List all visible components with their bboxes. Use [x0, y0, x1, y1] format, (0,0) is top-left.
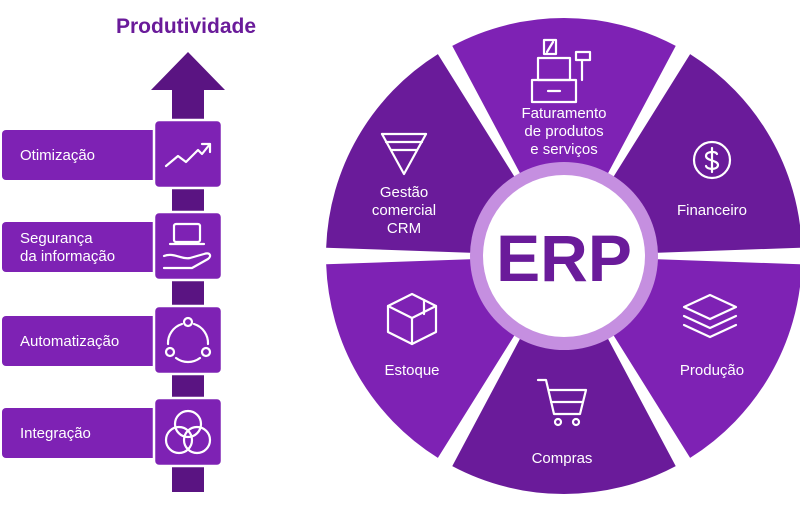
- erp-segment-label: Produção: [680, 362, 744, 379]
- productivity-item-label: Integração: [20, 425, 91, 442]
- erp-center-label: ERP: [496, 221, 632, 295]
- erp-segment: [452, 326, 676, 495]
- cycle-icon: [164, 316, 212, 364]
- productivity-item-bar: [2, 408, 174, 458]
- shopping-cart-icon: [536, 378, 588, 427]
- erp-segment-label: Compras: [532, 450, 593, 467]
- productivity-icon-box: [152, 304, 224, 376]
- productivity-item-bar: [2, 316, 174, 366]
- productivity-icon-box: [152, 210, 224, 282]
- erp-segment-label: Estoque: [384, 362, 439, 379]
- erp-segment-label: Financeiro: [677, 202, 747, 219]
- erp-wheel: ERP: [326, 17, 800, 495]
- dollar-coin-icon: [692, 140, 732, 180]
- erp-segment: [326, 258, 522, 458]
- erp-segment: [606, 54, 800, 254]
- laptop-hand-icon: [162, 222, 212, 270]
- erp-center: [483, 175, 645, 337]
- productivity-item-bar: [2, 130, 174, 180]
- segment-producao: Produção: [680, 293, 744, 379]
- venn-circles-icon: [164, 409, 212, 455]
- segment-financeiro: Financeiro: [677, 140, 747, 219]
- productivity-item-label: Otimização: [20, 147, 95, 164]
- erp-segment: [606, 258, 800, 458]
- cash-register-icon: [530, 38, 592, 104]
- productivity-icon-box: [152, 118, 224, 190]
- productivity-title: Produtividade: [116, 15, 256, 38]
- funnel-icon: [380, 132, 428, 176]
- erp-segment: [326, 54, 522, 254]
- box-icon: [386, 292, 438, 346]
- trending-up-icon: [164, 142, 212, 168]
- productivity-item-bar: [2, 222, 174, 272]
- segment-compras: Compras: [532, 378, 593, 467]
- productivity-item-label: Automatização: [20, 333, 119, 350]
- segment-estoque: Estoque: [384, 292, 440, 379]
- layers-icon: [682, 293, 738, 339]
